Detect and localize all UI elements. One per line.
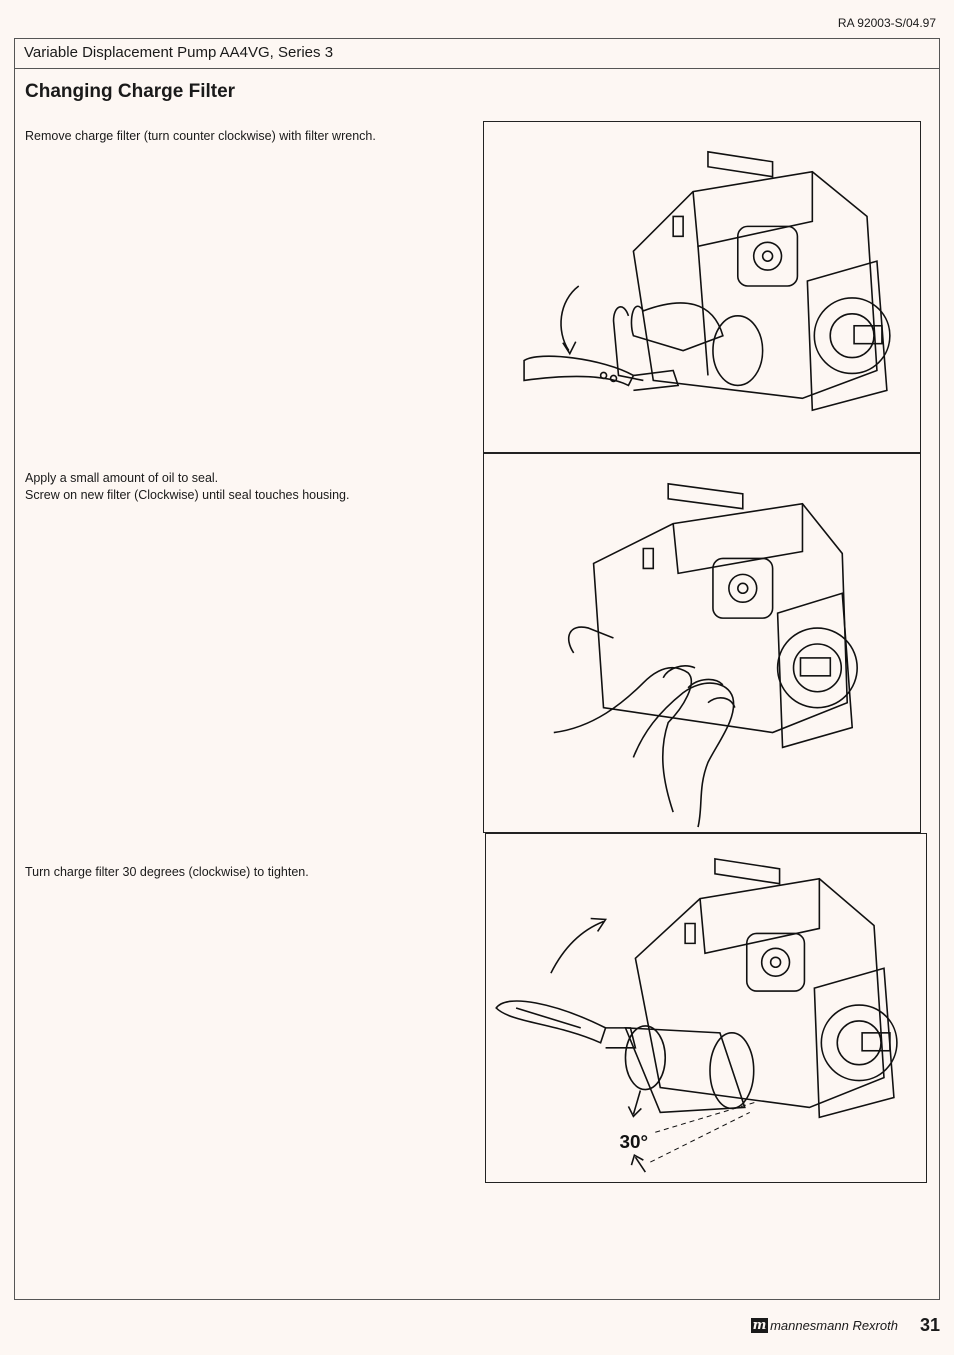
page-frame: Variable Displacement Pump AA4VG, Series… <box>14 38 940 1300</box>
pump-illustration-1 <box>523 150 891 412</box>
figure-install-filter <box>483 453 921 833</box>
header-title: Variable Displacement Pump AA4VG, Series… <box>24 44 334 61</box>
figure-remove-filter <box>483 121 921 453</box>
figure-tighten-filter: 30° <box>485 833 927 1183</box>
pump-illustration-2 <box>553 482 858 828</box>
header-bar: Variable Displacement Pump AA4VG, Series… <box>15 39 939 69</box>
step-2-line-2: Screw on new filter (Clockwise) until se… <box>25 488 350 502</box>
brand-name: mannesmann Rexroth <box>770 1318 898 1333</box>
page-number: 31 <box>919 1315 940 1335</box>
rexroth-logo-icon: m <box>751 1318 769 1333</box>
step-2-text: Apply a small amount of oil to seal. Scr… <box>25 470 349 504</box>
step-1-text: Remove charge filter (turn counter clock… <box>25 128 376 145</box>
document-id: RA 92003-S/04.97 <box>837 16 936 30</box>
step-3-text: Turn charge filter 30 degrees (clockwise… <box>25 864 309 881</box>
section-title: Changing Charge Filter <box>25 81 236 102</box>
step-3-line: Turn charge filter 30 degrees (clockwise… <box>25 865 309 879</box>
step-1-line: Remove charge filter (turn counter clock… <box>25 129 376 143</box>
angle-label: 30° <box>619 1132 648 1153</box>
step-2-line-1: Apply a small amount of oil to seal. <box>25 471 219 485</box>
pump-illustration-3: 30° <box>495 857 898 1173</box>
footer: m mannesmann Rexroth 31 <box>751 1315 940 1336</box>
